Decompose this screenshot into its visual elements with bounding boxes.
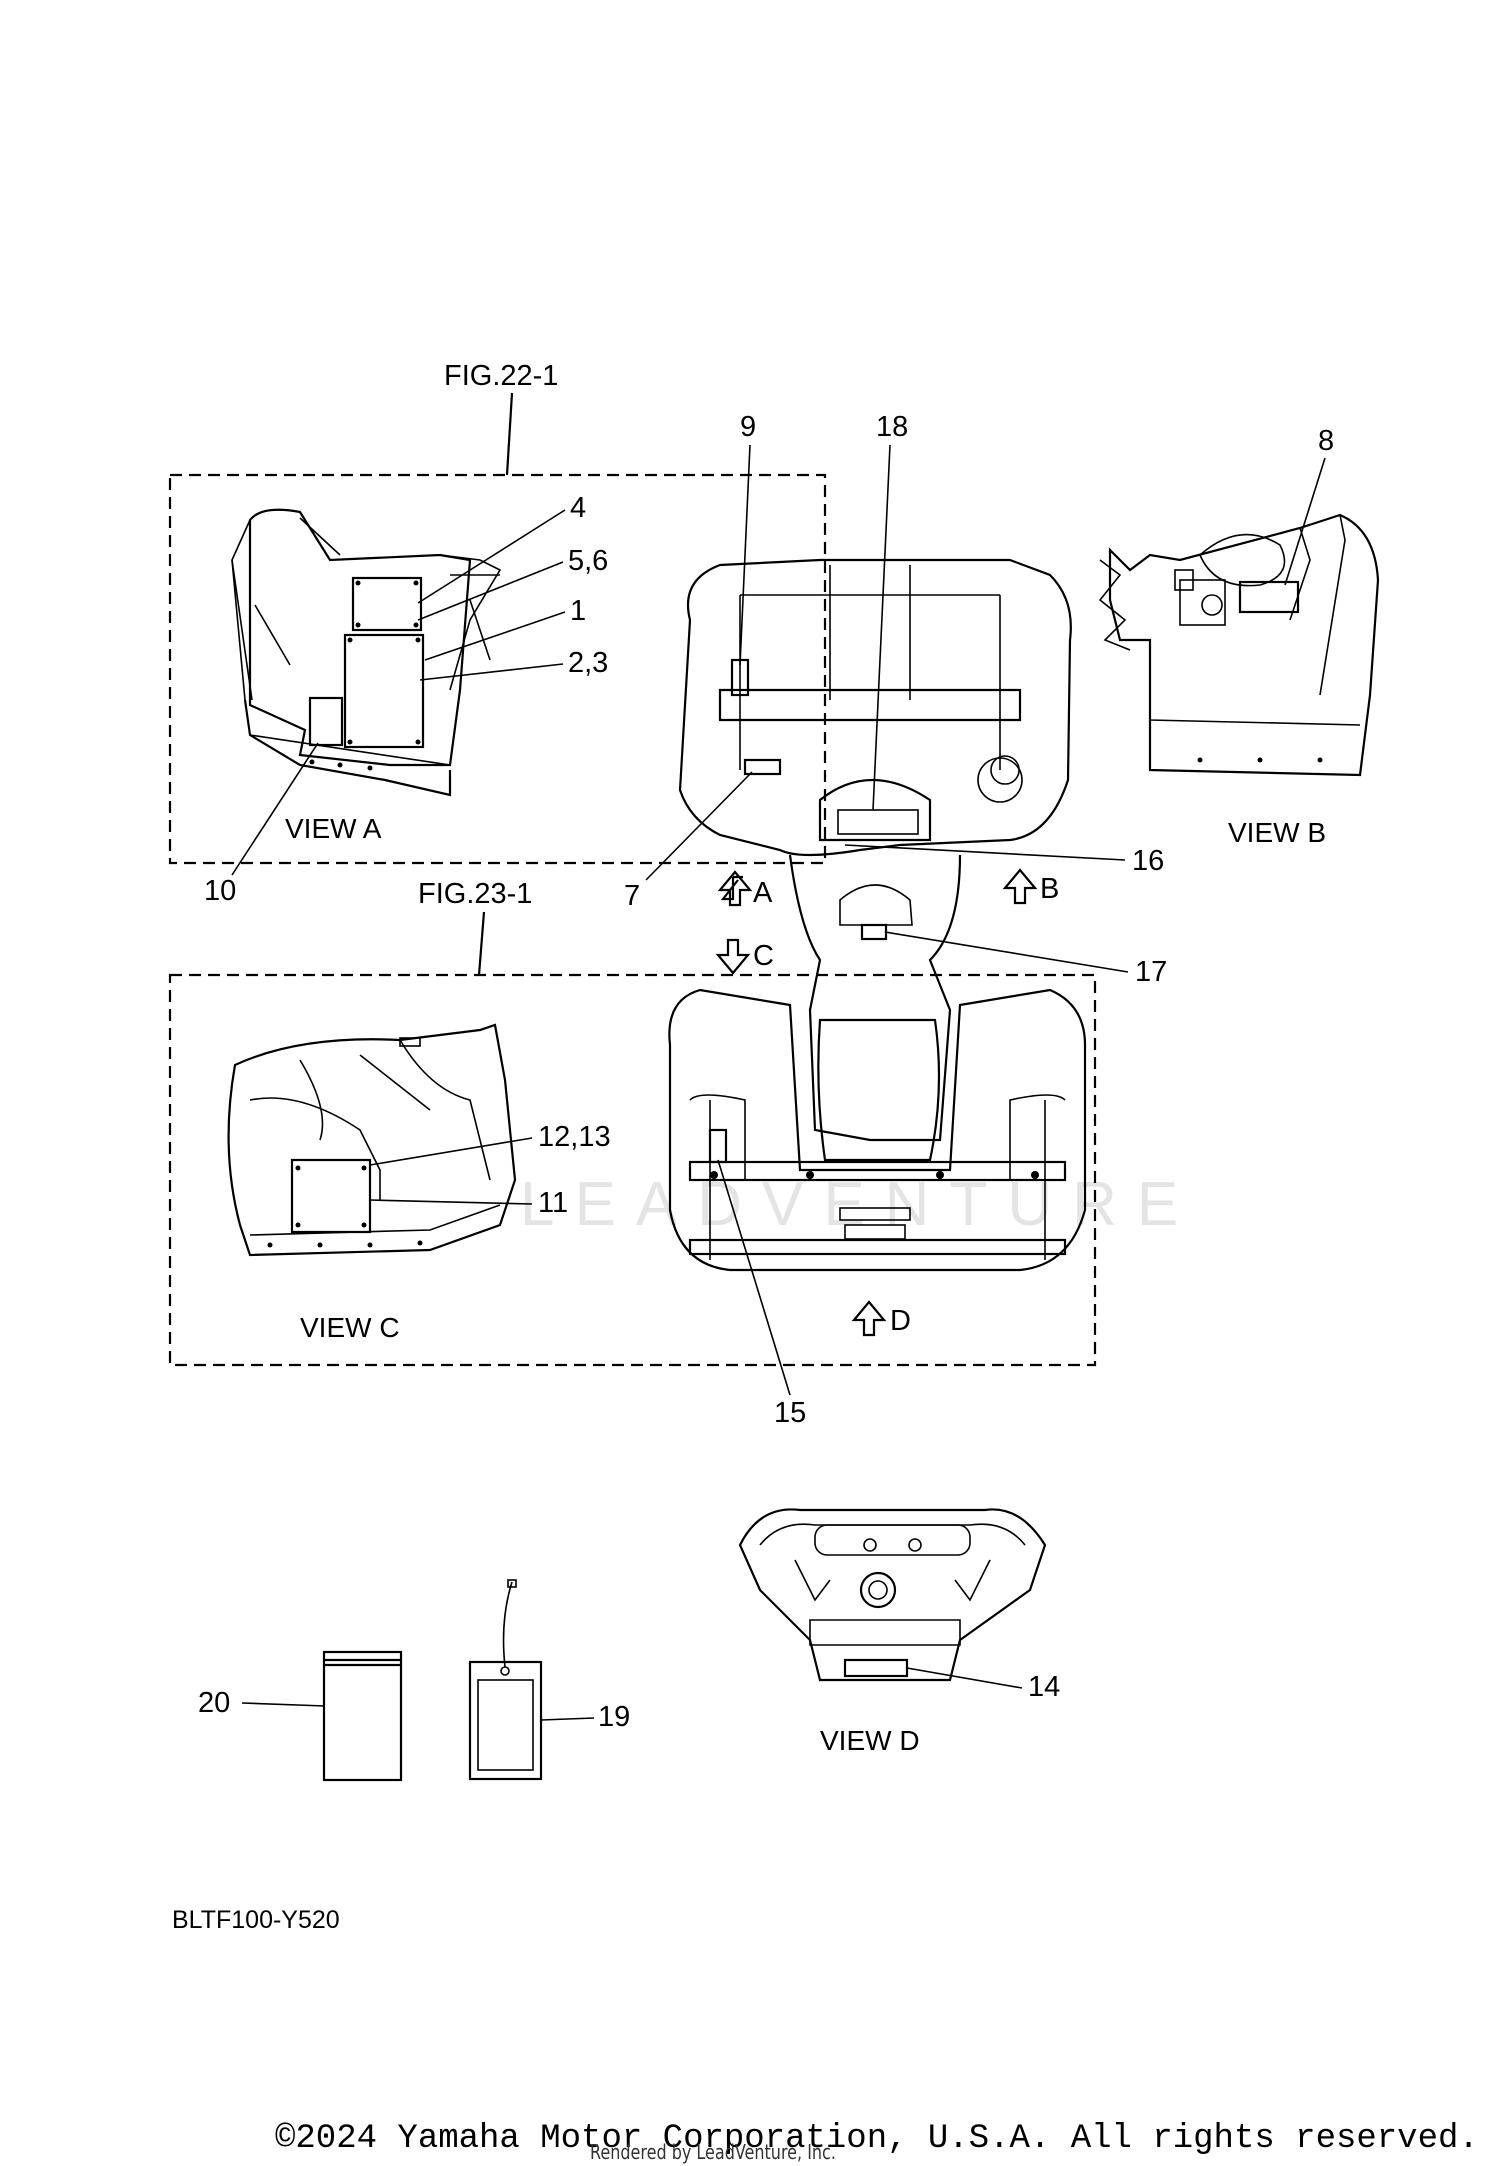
callout-12-13[interactable]: 12,13 bbox=[538, 1121, 611, 1153]
label-8-decal bbox=[1238, 580, 1300, 614]
fig-22-1-label[interactable]: FIG.22-1 bbox=[444, 360, 558, 392]
view-d-label: VIEW D bbox=[820, 1725, 920, 1756]
label-1-decal bbox=[343, 633, 425, 749]
item-19-hang-tag-drawing bbox=[468, 1579, 543, 1781]
item-20-manual-drawing bbox=[322, 1650, 403, 1782]
callout-17[interactable]: 17 bbox=[1135, 956, 1167, 988]
view-a-label: VIEW A bbox=[285, 813, 382, 844]
atv-top-view-drawing bbox=[668, 558, 1087, 1272]
fig-23-1-leader bbox=[477, 911, 486, 976]
callout-20[interactable]: 20 bbox=[198, 1687, 230, 1719]
label-4-decal bbox=[351, 576, 423, 632]
arrow-c-icon bbox=[715, 938, 751, 975]
arrow-a-icon bbox=[717, 870, 753, 907]
callout-2-3-leader bbox=[419, 663, 564, 681]
callout-9-leader bbox=[739, 444, 751, 666]
arrow-b-icon bbox=[1002, 868, 1038, 905]
callout-8-leader bbox=[1284, 457, 1326, 586]
view-d-rear-drawing bbox=[738, 1508, 1047, 1682]
callout-4[interactable]: 4 bbox=[570, 492, 586, 524]
callout-15[interactable]: 15 bbox=[774, 1397, 806, 1429]
callout-7-leader bbox=[645, 771, 753, 881]
drawing-code: BLTF100-Y520 bbox=[172, 1906, 340, 1934]
callout-7[interactable]: 7 bbox=[624, 880, 640, 912]
watermark: LEADVENTURE bbox=[520, 1170, 1198, 1239]
arrow-d-icon bbox=[851, 1300, 887, 1337]
callout-19[interactable]: 19 bbox=[598, 1701, 630, 1733]
callout-1-leader bbox=[424, 611, 566, 661]
label-11-decal bbox=[290, 1158, 372, 1234]
label-17-decal bbox=[860, 923, 888, 941]
copyright-notice: ©2024 Yamaha Motor Corporation, U.S.A. A… bbox=[275, 2120, 1479, 2158]
arrow-c-label: C bbox=[753, 940, 774, 972]
view-b-fender-drawing bbox=[1098, 513, 1380, 777]
view-b-label: VIEW B bbox=[1228, 817, 1326, 848]
callout-2-3[interactable]: 2,3 bbox=[568, 647, 608, 679]
view-a-box bbox=[168, 473, 827, 865]
rendered-by-credit: Rendered by LeadVenture, Inc. bbox=[590, 2140, 836, 2164]
arrow-b-label: B bbox=[1040, 873, 1059, 905]
view-c-fender-drawing bbox=[227, 1023, 517, 1257]
callout-16-leader bbox=[844, 844, 1126, 861]
callout-12-13-leader bbox=[369, 1137, 533, 1166]
fig-23-1-label[interactable]: FIG.23-1 bbox=[418, 878, 532, 910]
callout-11[interactable]: 11 bbox=[538, 1187, 568, 1219]
callout-14-leader bbox=[906, 1667, 1023, 1689]
callout-18-leader bbox=[872, 444, 891, 811]
callout-11-leader bbox=[369, 1199, 533, 1205]
callout-1[interactable]: 1 bbox=[570, 595, 586, 627]
arrow-d-label: D bbox=[890, 1305, 911, 1337]
callout-10-leader bbox=[231, 742, 319, 876]
callout-8[interactable]: 8 bbox=[1318, 425, 1334, 457]
callout-5-6-leader bbox=[417, 561, 564, 621]
callout-9[interactable]: 9 bbox=[740, 411, 756, 443]
label-15-decal bbox=[708, 1128, 728, 1164]
view-c-label: VIEW C bbox=[300, 1312, 400, 1343]
label-10-decal bbox=[308, 696, 344, 747]
callout-18[interactable]: 18 bbox=[876, 411, 908, 443]
callout-4-leader bbox=[417, 509, 566, 604]
callout-20-leader bbox=[241, 1702, 326, 1707]
callout-10[interactable]: 10 bbox=[204, 875, 236, 907]
callout-16[interactable]: 16 bbox=[1132, 845, 1164, 877]
label-7-decal bbox=[743, 758, 782, 776]
callout-17-leader bbox=[884, 931, 1129, 973]
fig-22-1-leader bbox=[505, 392, 514, 476]
callout-5-6[interactable]: 5,6 bbox=[568, 545, 608, 577]
label-14-decal bbox=[843, 1658, 909, 1678]
view-a-fender-drawing bbox=[231, 508, 502, 797]
arrow-a-label: A bbox=[753, 877, 773, 909]
view-c-box bbox=[168, 973, 1097, 1367]
callout-14[interactable]: 14 bbox=[1028, 1671, 1060, 1703]
callout-15-leader bbox=[717, 1159, 791, 1396]
callout-19-leader bbox=[540, 1717, 595, 1721]
